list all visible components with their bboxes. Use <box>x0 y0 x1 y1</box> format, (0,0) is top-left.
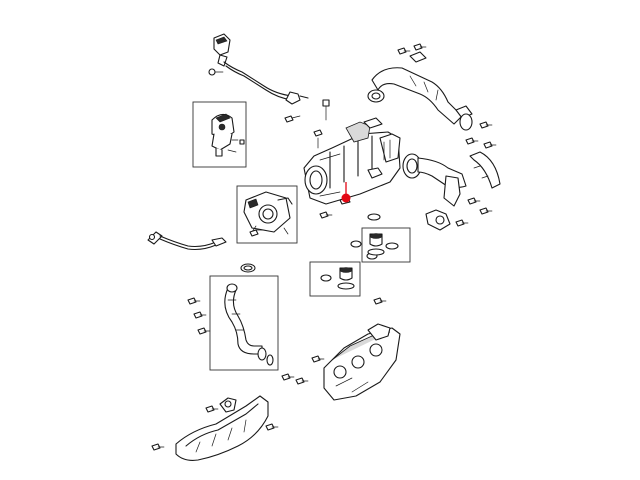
callout-box-throttle-body <box>236 185 298 244</box>
seal-kit-a[interactable] <box>367 233 399 256</box>
callout-box-coolant-hose <box>209 275 279 371</box>
egr-tube-lower[interactable] <box>402 151 501 231</box>
callout-dot[interactable] <box>341 193 351 203</box>
callout-box-seal-a <box>361 227 411 263</box>
bolt-mid-right[interactable] <box>373 297 387 305</box>
bolts-right[interactable] <box>455 141 497 227</box>
heat-shield[interactable] <box>175 395 269 461</box>
temperature-sensor-left[interactable] <box>147 231 227 251</box>
seal-kit-b[interactable] <box>320 267 355 290</box>
pressure-sensor-assembly[interactable] <box>208 33 309 105</box>
exhaust-manifold[interactable] <box>311 323 401 401</box>
callout-box-seal-b <box>309 261 361 297</box>
callout-pointer <box>341 182 351 203</box>
bolt-module-top[interactable] <box>313 99 330 149</box>
bolts-heat-shield[interactable] <box>151 405 279 451</box>
egr-valve-actuator[interactable] <box>211 113 245 157</box>
throttle-valve-body[interactable] <box>243 191 293 237</box>
egr-cooler-module[interactable] <box>303 117 401 205</box>
coolant-hose[interactable] <box>224 263 274 366</box>
egr-tube-upper[interactable] <box>367 51 473 131</box>
bolt-top-left[interactable] <box>284 115 301 123</box>
bolts-upper-right[interactable] <box>397 43 493 145</box>
callout-box-egr-actuator <box>192 101 247 168</box>
bolts-lower-left[interactable] <box>187 297 309 385</box>
seal-rings-center[interactable] <box>319 211 381 260</box>
